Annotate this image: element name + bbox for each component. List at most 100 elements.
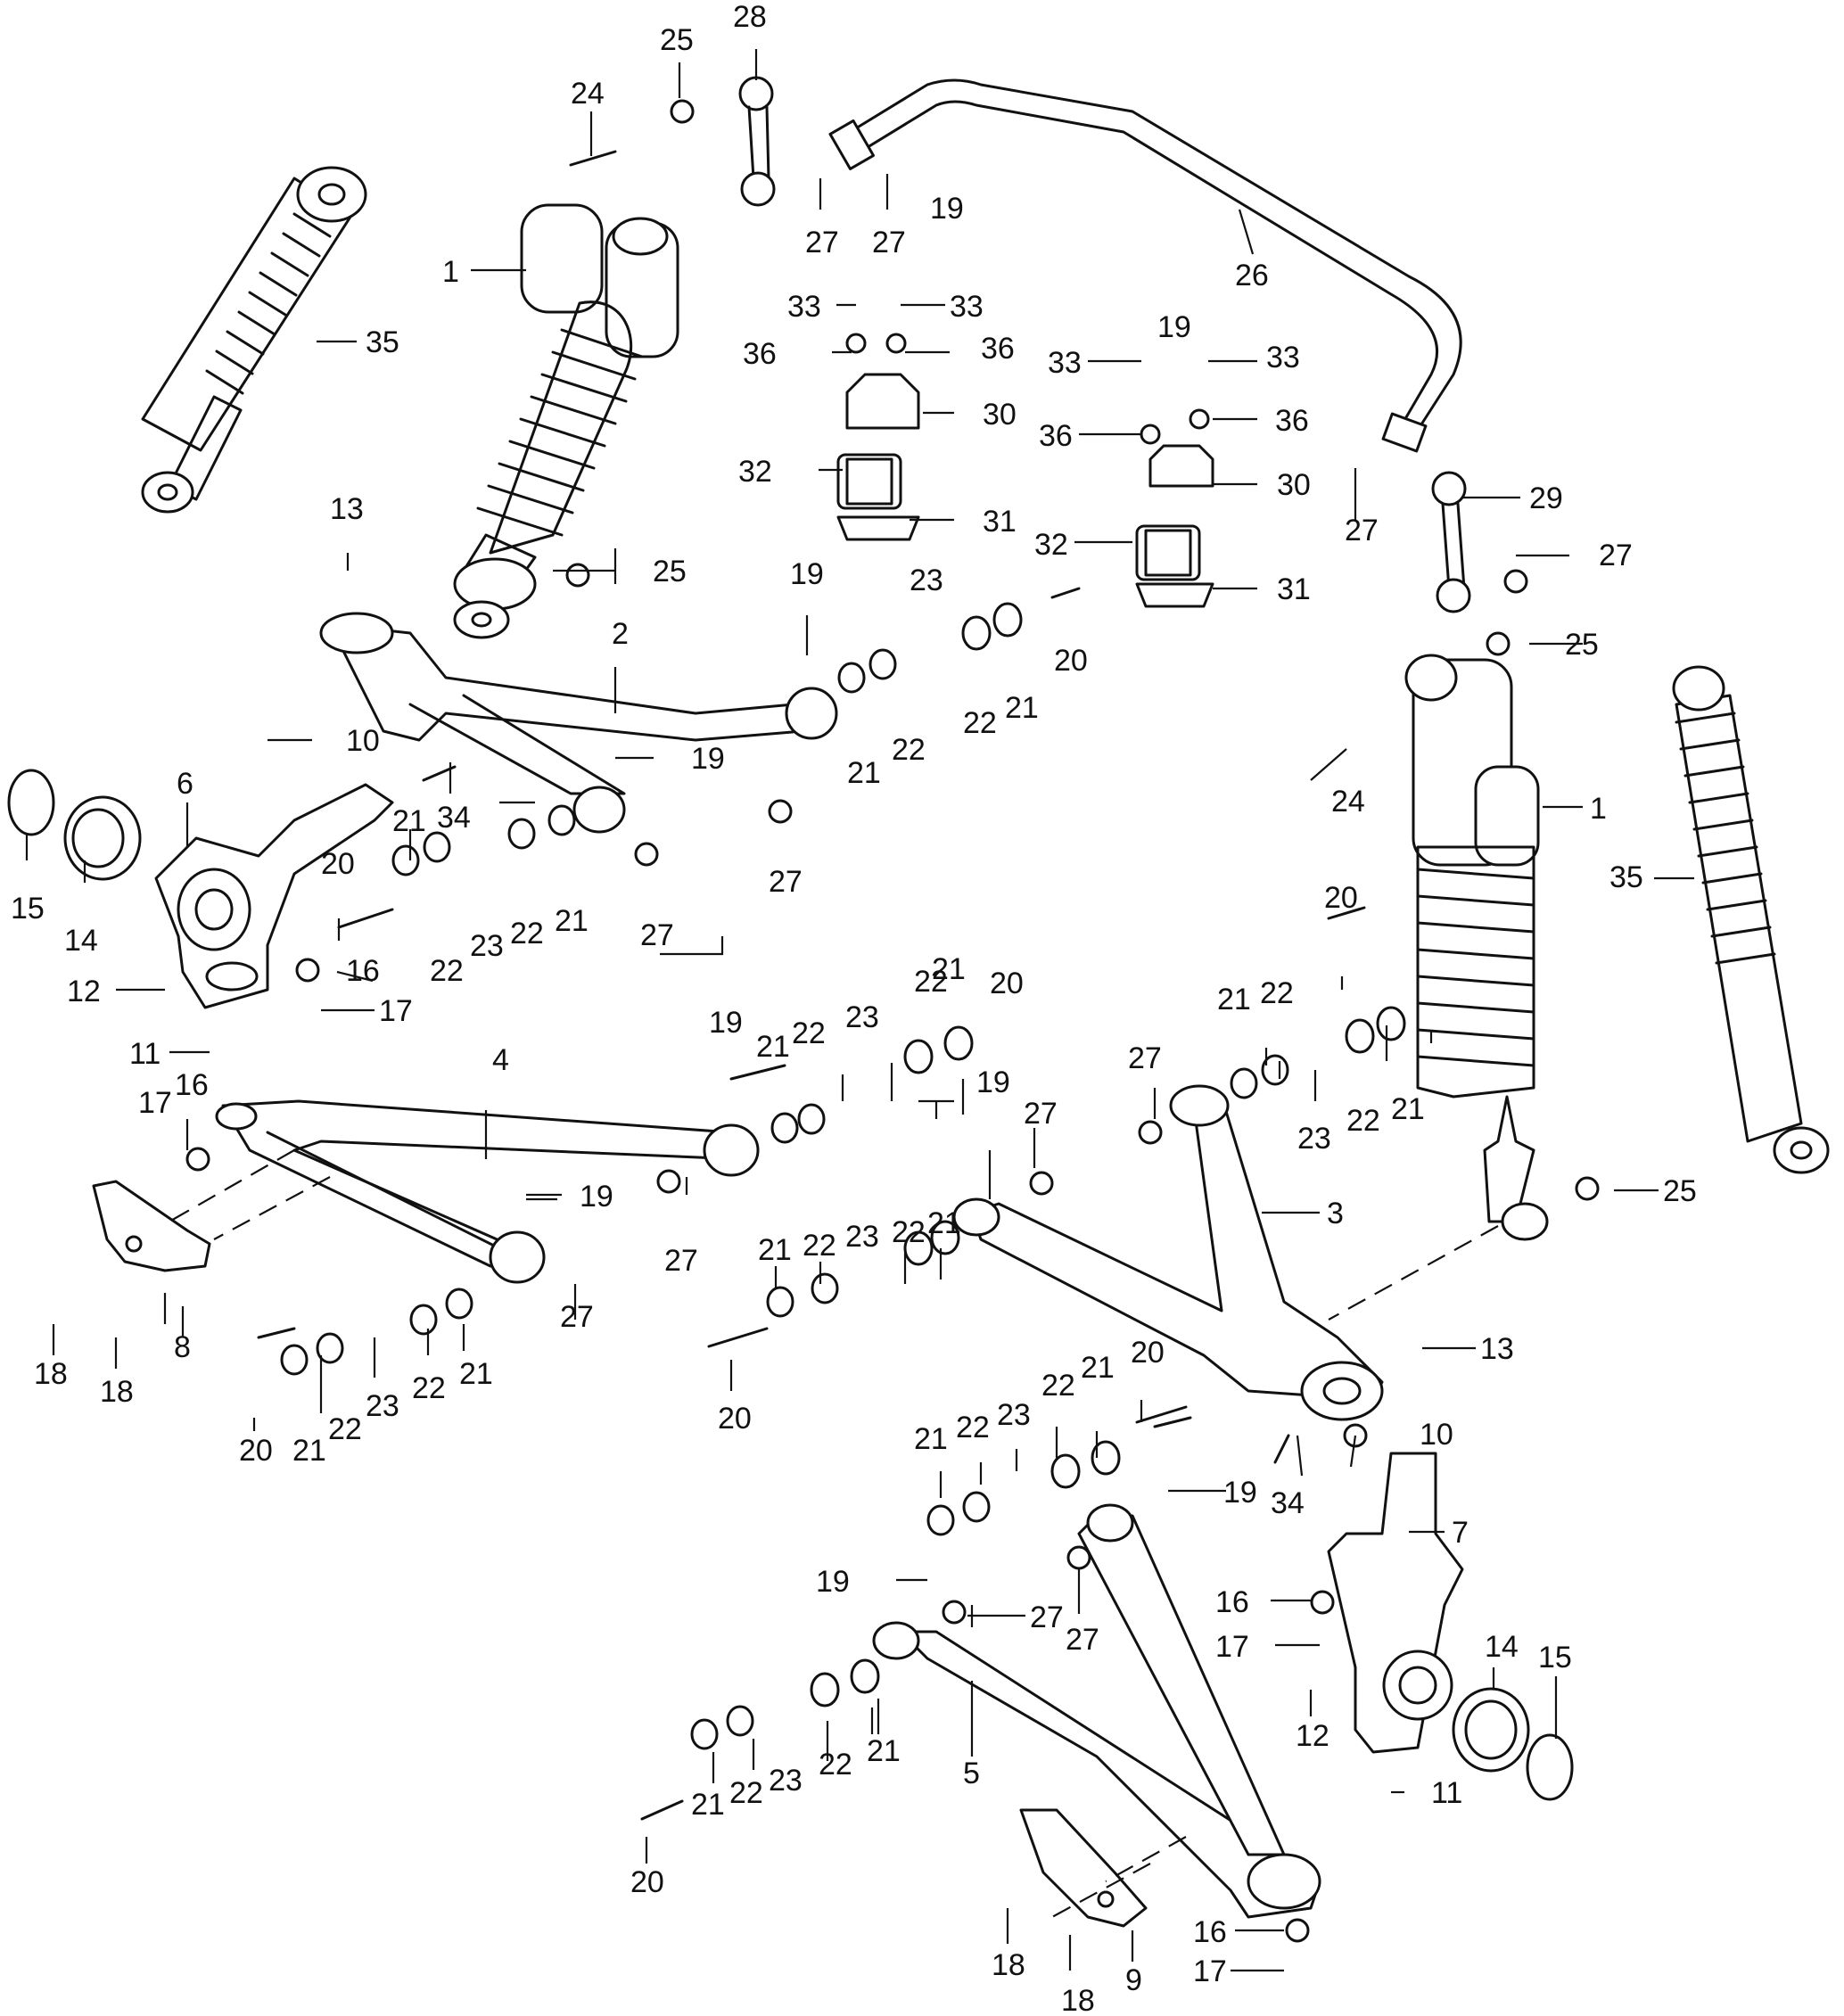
- steering-knuckle-6: [154, 783, 394, 1009]
- callout-20: 20: [718, 1402, 752, 1436]
- callout-22: 22: [803, 1229, 836, 1263]
- callout-36: 36: [743, 337, 777, 371]
- callout-19: 19: [976, 1066, 1010, 1099]
- callout-25: 25: [1663, 1174, 1697, 1208]
- callout-2: 2: [612, 617, 629, 651]
- callout-23: 23: [366, 1389, 399, 1423]
- callout-15: 15: [1538, 1641, 1572, 1675]
- callout-29: 29: [1529, 481, 1563, 515]
- callout-28: 28: [733, 0, 767, 34]
- callout-22: 22: [963, 706, 997, 740]
- callout-34: 34: [437, 801, 471, 835]
- callout-31: 31: [983, 505, 1017, 539]
- callout-21: 21: [756, 1030, 790, 1064]
- callout-23: 23: [997, 1398, 1031, 1432]
- callout-18: 18: [1061, 1984, 1095, 2016]
- shock-absorber-1-right: [1404, 654, 1549, 1241]
- link-rod-28: [738, 76, 776, 207]
- callout-4: 4: [492, 1043, 509, 1077]
- callout-36: 36: [981, 332, 1015, 366]
- callout-10: 10: [1420, 1418, 1453, 1452]
- callout-25: 25: [660, 23, 694, 57]
- callout-22: 22: [510, 917, 544, 950]
- callout-16: 16: [346, 954, 380, 988]
- callout-21: 21: [1391, 1092, 1425, 1126]
- callout-27: 27: [872, 226, 906, 259]
- callout-21: 21: [1217, 983, 1251, 1016]
- callout-35: 35: [1609, 860, 1643, 894]
- callout-27: 27: [1066, 1623, 1099, 1657]
- callout-21: 21: [1081, 1351, 1115, 1385]
- callout-19: 19: [1223, 1476, 1257, 1510]
- callout-11: 11: [1431, 1776, 1462, 1810]
- callout-27: 27: [769, 865, 803, 899]
- callout-12: 12: [67, 975, 101, 1008]
- bushing-clamp-set-right: [1135, 408, 1214, 608]
- callout-14: 14: [64, 924, 98, 958]
- callout-31: 31: [1277, 572, 1311, 606]
- callout-16: 16: [175, 1068, 209, 1102]
- callout-27: 27: [1128, 1041, 1162, 1075]
- callout-30: 30: [983, 398, 1017, 432]
- guard-plate-9: [1019, 1808, 1148, 1928]
- callout-20: 20: [630, 1865, 664, 1899]
- callout-1: 1: [442, 255, 459, 289]
- callout-17: 17: [1215, 1630, 1249, 1664]
- callout-1: 1: [1590, 792, 1607, 826]
- callout-21: 21: [847, 756, 881, 790]
- steering-knuckle-7: [1327, 1452, 1464, 1754]
- callout-20: 20: [1131, 1336, 1165, 1370]
- callout-3: 3: [1327, 1197, 1344, 1230]
- callout-27: 27: [1345, 514, 1379, 547]
- callout-22: 22: [430, 954, 464, 988]
- bearing-14-right: [1452, 1687, 1530, 1773]
- callout-30: 30: [1277, 468, 1311, 502]
- callout-20: 20: [239, 1434, 273, 1468]
- callout-19: 19: [580, 1180, 613, 1214]
- callout-21: 21: [1005, 691, 1039, 725]
- callout-27: 27: [664, 1244, 698, 1278]
- ring-15-left: [7, 769, 55, 836]
- callout-21: 21: [292, 1434, 326, 1468]
- guard-plate-8: [92, 1180, 211, 1272]
- lower-control-arm-3: [952, 1084, 1384, 1421]
- callout-23: 23: [845, 1000, 879, 1034]
- callout-15: 15: [11, 892, 45, 926]
- callout-33: 33: [1048, 346, 1082, 380]
- callout-10: 10: [346, 724, 380, 758]
- callout-21: 21: [392, 804, 426, 838]
- callout-16: 16: [1215, 1585, 1249, 1619]
- callout-9: 9: [1125, 1963, 1142, 1997]
- callout-20: 20: [321, 847, 355, 881]
- callout-20: 20: [1054, 644, 1088, 678]
- callout-24: 24: [1331, 785, 1365, 819]
- callout-34: 34: [1271, 1486, 1305, 1520]
- callout-27: 27: [1030, 1600, 1064, 1634]
- callout-23: 23: [910, 564, 943, 597]
- callout-18: 18: [34, 1357, 68, 1391]
- bushing-clamp-set-left: [836, 333, 920, 541]
- callout-26: 26: [1235, 259, 1269, 292]
- callout-22: 22: [328, 1412, 362, 1446]
- link-rod-29: [1431, 471, 1471, 613]
- callout-21: 21: [927, 1206, 961, 1240]
- callout-27: 27: [560, 1300, 594, 1334]
- callout-22: 22: [412, 1371, 446, 1405]
- callout-19: 19: [1157, 310, 1191, 344]
- hardware-small-parts: [185, 99, 1600, 1943]
- callout-20: 20: [1324, 881, 1358, 915]
- upper-control-arm-2: [319, 612, 838, 834]
- callout-33: 33: [787, 290, 821, 324]
- callout-22: 22: [892, 1215, 926, 1249]
- callout-23: 23: [845, 1220, 879, 1254]
- callout-5: 5: [963, 1757, 980, 1790]
- callout-22: 22: [819, 1748, 852, 1781]
- callout-22: 22: [792, 1016, 826, 1050]
- callout-36: 36: [1275, 404, 1309, 438]
- callout-6: 6: [177, 767, 193, 801]
- callout-13: 13: [330, 492, 364, 526]
- callout-21: 21: [932, 952, 966, 986]
- callout-27: 27: [1024, 1097, 1058, 1131]
- callout-21: 21: [555, 904, 589, 938]
